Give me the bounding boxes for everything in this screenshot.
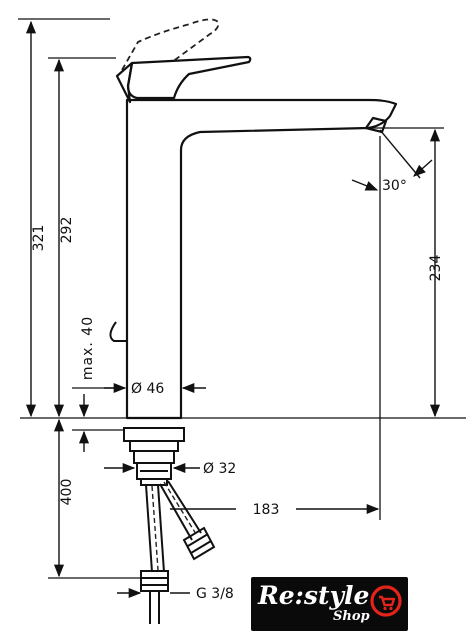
- dim-connection: G 3/8: [196, 586, 234, 602]
- handle-dashed-position: [121, 18, 220, 71]
- dim-total-height: 321: [31, 225, 47, 252]
- dim-hole-diameter: Ø 32: [203, 461, 236, 477]
- restyle-shop-logo: Re:style Shop: [251, 577, 408, 631]
- mounting-parts: [123, 427, 216, 624]
- dim-spout-height: 292: [59, 217, 75, 244]
- dim-outlet-height: 234: [428, 255, 444, 282]
- dim-angle: 30°: [382, 178, 407, 194]
- dim-max-stroke: max. 40: [80, 316, 96, 380]
- extension-lines: [18, 18, 466, 579]
- cart-at-icon: [370, 585, 402, 617]
- dim-reach: 183: [253, 502, 280, 518]
- dimension-lines: [25, 20, 441, 599]
- dim-body-diameter: Ø 46: [131, 381, 164, 397]
- popup-rod: [109, 321, 127, 342]
- logo-brand-text: Re:style: [258, 581, 370, 610]
- logo-sub-text: Shop: [333, 609, 370, 624]
- faucet-body: [115, 55, 398, 420]
- dim-depth-below: 400: [59, 479, 75, 506]
